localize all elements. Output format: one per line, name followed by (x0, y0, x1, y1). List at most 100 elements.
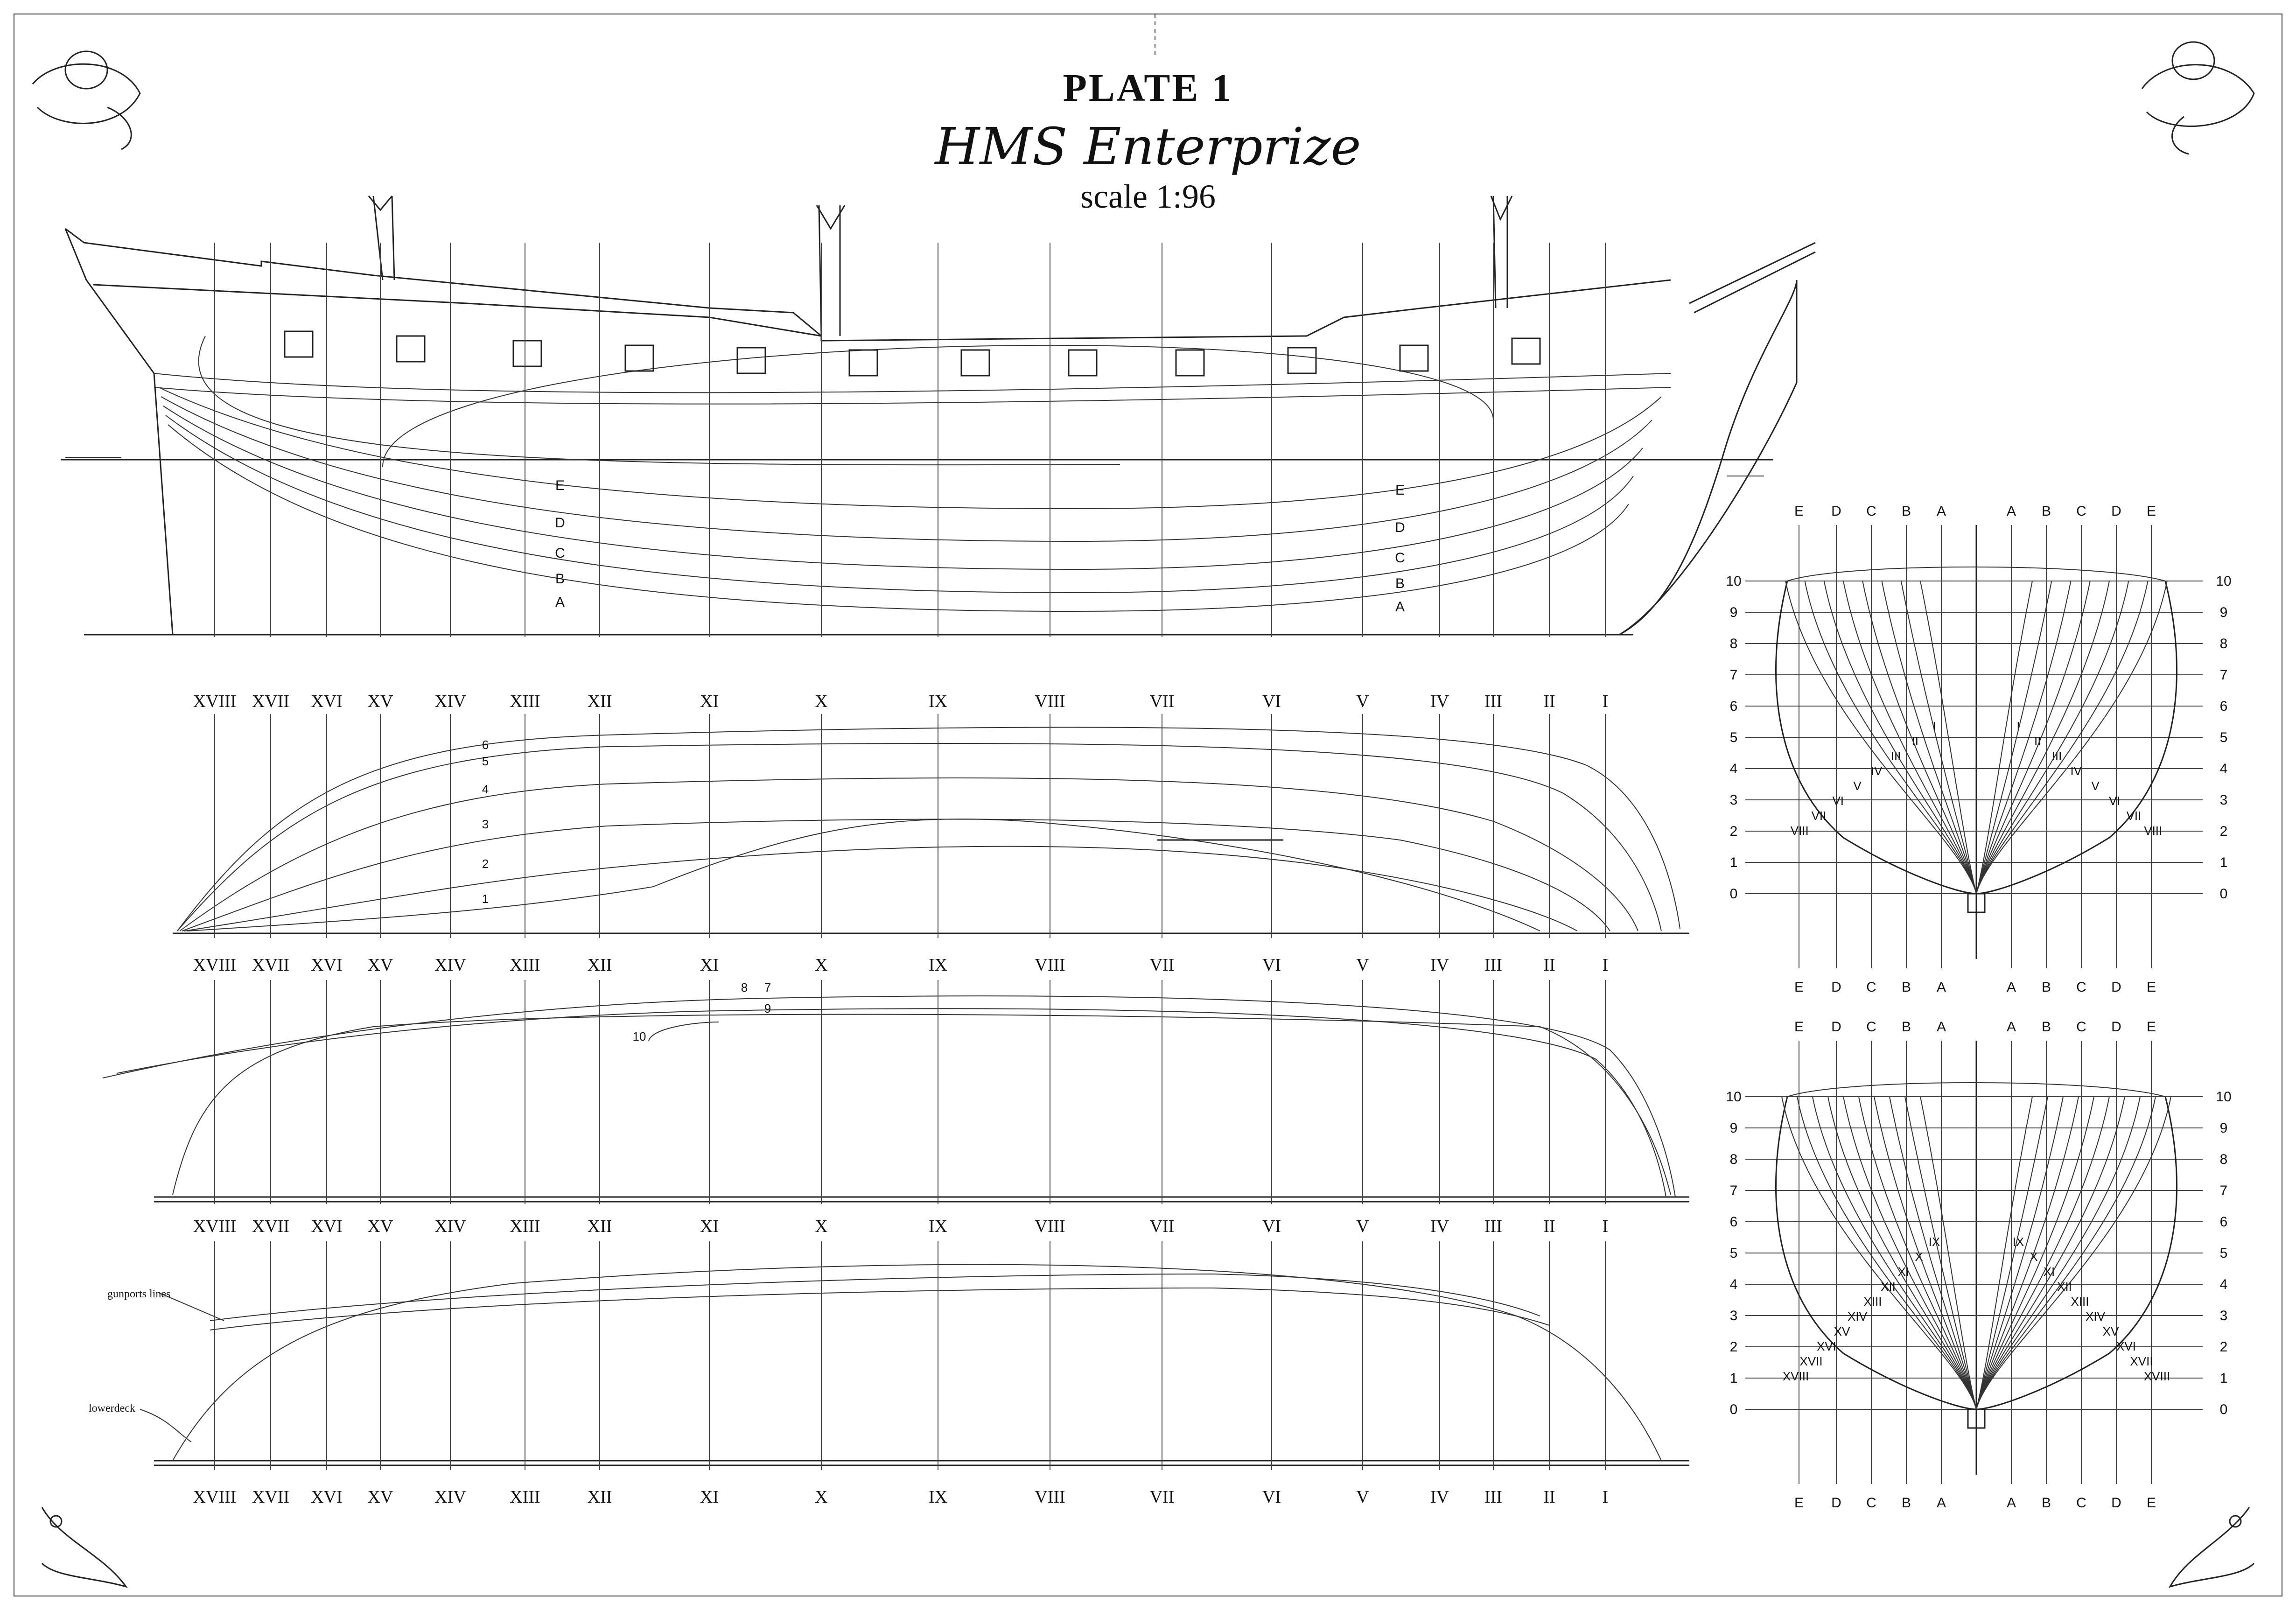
section-curve (1900, 581, 1977, 894)
buttock-label: B (2042, 1019, 2051, 1035)
section-label: V (1853, 779, 1862, 793)
level-label: 3 (2220, 1308, 2228, 1323)
buttock-label: C (2076, 1019, 2086, 1035)
station-label: IX (929, 1217, 947, 1236)
level-label: 10 (2216, 1089, 2231, 1105)
section-label: II (2034, 734, 2041, 748)
buttock-label: D (2111, 504, 2121, 519)
section-label: I (1932, 719, 1936, 733)
level-label: 4 (2220, 1277, 2228, 1292)
buttock-label: A (2007, 1495, 2016, 1511)
station-label: X (815, 1217, 827, 1236)
section-curve (1976, 1096, 2141, 1410)
section-label: VI (1832, 794, 1844, 808)
station-label: IX (929, 955, 947, 975)
level-label: 2 (2220, 1339, 2228, 1355)
station-label: XI (700, 1217, 719, 1236)
section-curve (1843, 581, 1977, 894)
station-label: XIV (434, 1217, 466, 1236)
half-breadth-label: 2 (482, 857, 489, 871)
buttock-label: A (1937, 504, 1946, 519)
level-label: 7 (1730, 1183, 1738, 1198)
section-label: VII (2127, 809, 2142, 823)
section-curve (1823, 581, 1977, 894)
section-curve (1976, 1096, 2156, 1410)
section-curve (1976, 1096, 2079, 1410)
section-label: XVII (1799, 1354, 1822, 1368)
section-label: XIV (2086, 1309, 2106, 1323)
buttock-label: C (2076, 980, 2086, 995)
sheet-border (14, 14, 2282, 1596)
waterline-label-aft: E (555, 478, 565, 493)
level-label: 6 (1730, 699, 1738, 714)
deck-line-label: 10 (633, 1029, 646, 1043)
level-label: 4 (2220, 761, 2228, 777)
buttock-label: B (2042, 980, 2051, 995)
station-label: XII (588, 1487, 612, 1507)
station-labels: XVIIIXVIIIXVIIIXVIIIXVIIXVIIXVIIXVIIXVIX… (193, 692, 1609, 1507)
station-label: XV (368, 1217, 393, 1236)
station-label: XVIII (193, 1487, 237, 1507)
buttock-label: C (2076, 1495, 2086, 1511)
station-label: III (1484, 1217, 1502, 1236)
section-curve (1889, 1096, 1977, 1410)
station-label: VI (1262, 1217, 1281, 1236)
section-curve (1976, 1096, 2171, 1410)
level-label: 0 (2220, 1402, 2228, 1417)
section-curve (1804, 581, 1977, 894)
level-label: 10 (2216, 574, 2231, 589)
buttock-label: E (1794, 1495, 1804, 1511)
buttock-label: D (2111, 1019, 2121, 1035)
buttock-label: E (2147, 980, 2156, 995)
station-label: X (815, 1487, 827, 1507)
half-breadth-label: 5 (482, 754, 489, 768)
waterline-label-aft: B (555, 571, 565, 587)
level-label: 5 (2220, 1246, 2228, 1261)
section-curve (1862, 581, 1977, 894)
buttock-label: D (2111, 980, 2121, 995)
station-label: II (1543, 692, 1555, 711)
station-label: VII (1150, 955, 1175, 975)
section-label: V (2091, 779, 2100, 793)
station-label: IX (929, 1487, 947, 1507)
section-label: XVII (2130, 1354, 2153, 1368)
level-label: 7 (2220, 667, 2228, 683)
station-label: XIV (434, 692, 466, 711)
level-label: 8 (2220, 1152, 2228, 1167)
section-label: I (2016, 719, 2020, 733)
section-label: VIII (1791, 824, 1809, 838)
rail-line (1787, 1082, 2166, 1097)
section-label: XV (2103, 1324, 2119, 1338)
waterline-label-aft: D (555, 515, 565, 531)
buttock-label: E (2147, 1495, 2156, 1511)
station-label: IV (1430, 1487, 1449, 1507)
station-label: IV (1430, 955, 1449, 975)
level-label: 9 (2220, 605, 2228, 620)
ship-name: HMS Enterprize (935, 117, 1361, 176)
station-label: XV (368, 1487, 393, 1507)
section-curve (1976, 1096, 2125, 1410)
cherub-ornament-right (2141, 41, 2255, 155)
section-curve (1976, 1096, 2033, 1410)
station-label: XVII (252, 955, 289, 975)
station-label: XV (368, 692, 393, 711)
level-label: 1 (2220, 855, 2228, 870)
level-label: 2 (1730, 824, 1738, 839)
station-label: XIII (510, 1217, 540, 1236)
section-label: XIV (1848, 1309, 1868, 1323)
section-label: X (2030, 1250, 2037, 1264)
section-curve (1904, 1096, 1977, 1410)
station-label: XVIII (193, 1217, 237, 1236)
plate-scale: scale 1:96 (1080, 178, 1216, 215)
buttock-label: A (2007, 1019, 2016, 1035)
buttock-label: C (1866, 1495, 1876, 1511)
level-label: 7 (1730, 667, 1738, 683)
station-label: II (1543, 1217, 1555, 1236)
section-curve (1858, 1096, 1977, 1410)
